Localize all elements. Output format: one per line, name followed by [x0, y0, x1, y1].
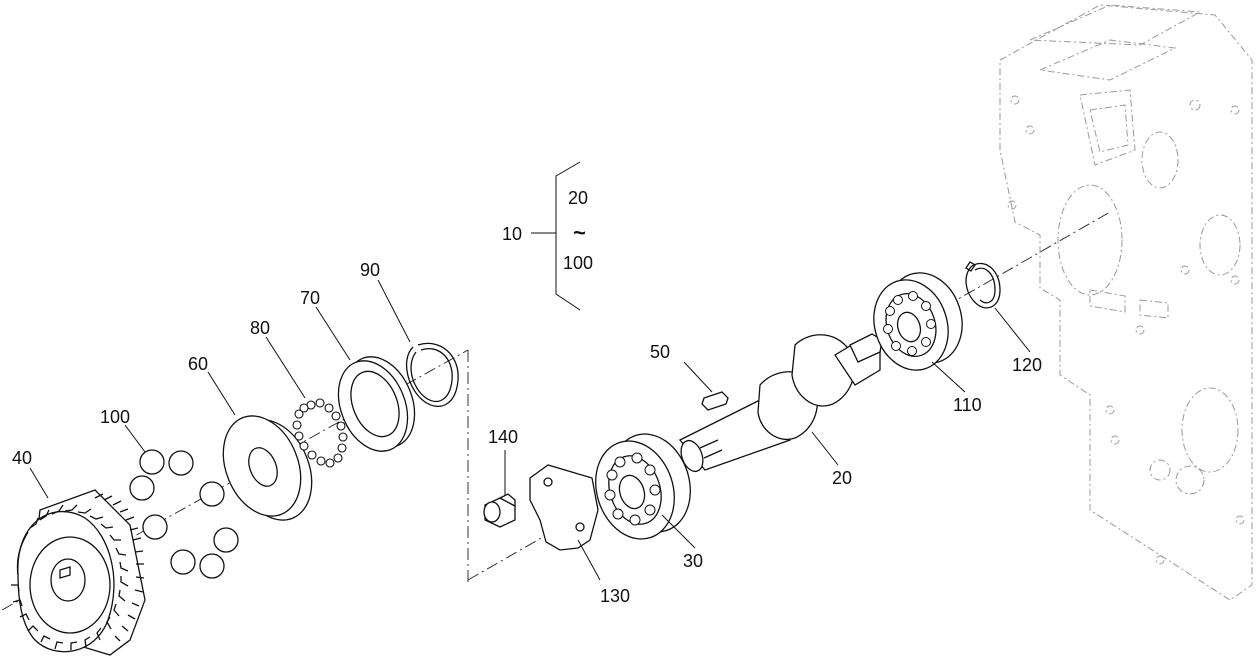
callout-100-range-end: 100 — [563, 253, 593, 273]
ball-bearing-110 — [873, 272, 963, 371]
ball-cage-80 — [292, 398, 348, 468]
helical-gear-40 — [11, 489, 146, 656]
callout-20-range-start: 20 — [568, 188, 588, 208]
range-tilde: ~ — [573, 220, 586, 245]
callout-120: 120 — [1012, 355, 1042, 375]
leader-lines — [29, 279, 1031, 581]
callout-10: 10 — [502, 224, 522, 244]
callout-100: 100 — [100, 407, 130, 427]
callout-40: 40 — [12, 448, 32, 468]
circlip-120 — [965, 261, 1001, 309]
snap-ring-90 — [405, 342, 459, 407]
ball-bearing-30 — [595, 433, 691, 540]
camshaft-20 — [678, 333, 883, 473]
callout-50: 50 — [650, 342, 670, 362]
callout-140: 140 — [488, 427, 518, 447]
assembly-bracket — [531, 161, 581, 311]
callout-20: 20 — [832, 468, 852, 488]
race-ring-70 — [337, 356, 416, 452]
callout-70: 70 — [300, 288, 320, 308]
engine-housing-phantom — [999, 4, 1253, 601]
callout-130: 130 — [600, 586, 630, 606]
balls-100 — [129, 449, 239, 579]
woodruff-key-50 — [701, 391, 729, 411]
thrust-washer-60 — [222, 415, 313, 521]
retainer-plate-130 — [529, 464, 599, 551]
callout-90: 90 — [360, 260, 380, 280]
plug-140 — [483, 493, 516, 528]
callout-30: 30 — [683, 551, 703, 571]
callout-labels: 10 20 ~ 100 40 100 60 80 70 90 140 130 3… — [12, 188, 1042, 606]
callout-110: 110 — [953, 395, 982, 415]
callout-60: 60 — [188, 354, 208, 374]
callout-80: 80 — [250, 318, 270, 338]
